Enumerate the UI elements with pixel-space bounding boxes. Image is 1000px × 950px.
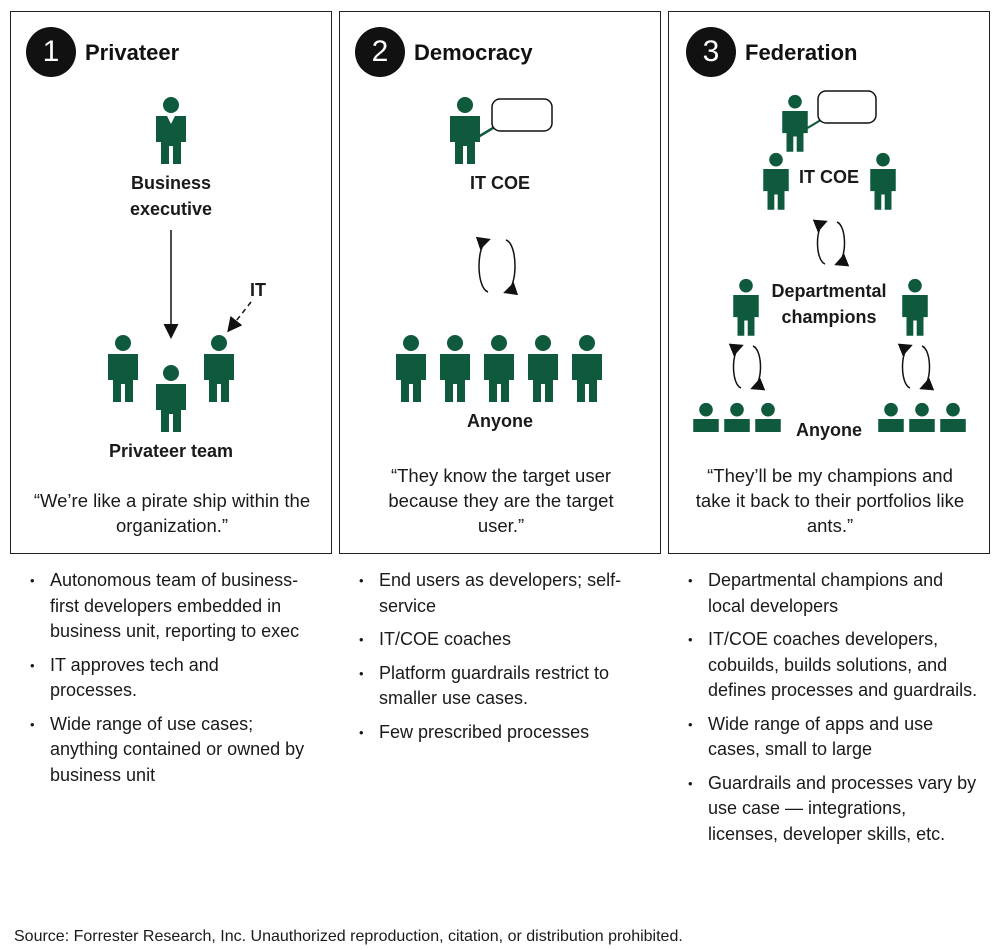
it-coe-label: IT COE	[469, 173, 530, 193]
list-item: Departmental champions and local develop…	[688, 568, 978, 619]
cycle-arrows-icon	[728, 343, 766, 391]
list-item: IT/COE coaches developers, cobuilds, bui…	[688, 627, 978, 704]
list-item: Autonomous team of business-first develo…	[30, 568, 305, 645]
anyone-person-icon	[909, 402, 935, 432]
panel-federation: 3 Federation	[668, 11, 990, 554]
departmental-champions-label: Departmental champions	[771, 281, 887, 327]
cycle-arrows-icon	[475, 236, 519, 296]
list-item: Wide range of apps and use cases, small …	[688, 712, 978, 763]
coe-member-icon	[763, 152, 789, 210]
cycle-arrows-icon	[897, 343, 935, 391]
list-item: Platform guardrails restrict to smaller …	[359, 661, 641, 712]
panel-privateer: 1 Privateer Business e	[10, 11, 332, 554]
list-item: Guardrails and processes vary by use cas…	[688, 771, 978, 848]
anyone-person-icon	[528, 335, 558, 402]
anyone-label: Anyone	[795, 420, 862, 440]
list-item: Wide range of use cases; anything contai…	[30, 712, 305, 789]
panel-title: Federation	[745, 40, 858, 65]
it-label: IT	[250, 280, 266, 300]
anyone-person-icon	[724, 402, 750, 432]
privateer-bullets: Autonomous team of business-first develo…	[30, 568, 305, 796]
list-item: IT/COE coaches	[359, 627, 641, 653]
anyone-person-icon	[693, 402, 719, 432]
number-badge: 1	[26, 27, 76, 77]
democracy-quote: “They know the target user because they …	[388, 465, 614, 536]
it-coe-label: IT COE	[798, 167, 859, 187]
champion-icon	[733, 278, 759, 336]
list-item: IT approves tech and processes.	[30, 653, 305, 704]
privateer-quote: “We’re like a pirate ship within the org…	[33, 490, 311, 536]
list-item: Few prescribed processes	[359, 720, 641, 746]
team-member-icon	[156, 365, 186, 432]
democracy-diagram	[396, 97, 602, 402]
it-dashed-arrow	[227, 301, 252, 333]
team-member-icon	[108, 335, 138, 402]
panel-title: Privateer	[85, 40, 180, 65]
anyone-person-icon	[878, 402, 904, 432]
business-executive-label: Business executive	[129, 173, 213, 219]
anyone-person-icon	[755, 402, 781, 432]
list-item: End users as developers; self-service	[359, 568, 641, 619]
democracy-bullets: End users as developers; self-service IT…	[359, 568, 641, 753]
privateer-team-label: Privateer team	[108, 441, 234, 461]
federation-quote: “They’ll be my champions and take it bac…	[695, 465, 965, 536]
whiteboard-icon	[491, 98, 553, 132]
executive-person-icon	[156, 97, 186, 164]
cycle-arrows-icon	[812, 219, 850, 267]
anyone-person-icon	[940, 402, 966, 432]
anyone-person-icon	[572, 335, 602, 402]
number-badge: 3	[686, 27, 736, 77]
champion-icon	[902, 278, 928, 336]
team-member-icon	[204, 335, 234, 402]
coe-member-icon	[870, 152, 896, 210]
whiteboard-icon	[817, 90, 877, 124]
panel-title: Democracy	[414, 40, 533, 65]
privateer-diagram	[108, 97, 252, 432]
anyone-label: Anyone	[466, 411, 533, 431]
anyone-person-icon	[484, 335, 514, 402]
anyone-person-icon	[396, 335, 426, 402]
number-badge: 2	[355, 27, 405, 77]
panel-democracy: 2 Democracy	[339, 11, 661, 554]
source-note: Source: Forrester Research, Inc. Unautho…	[14, 928, 683, 945]
federation-diagram	[693, 90, 966, 432]
federation-bullets: Departmental champions and local develop…	[688, 568, 978, 855]
anyone-person-icon	[440, 335, 470, 402]
